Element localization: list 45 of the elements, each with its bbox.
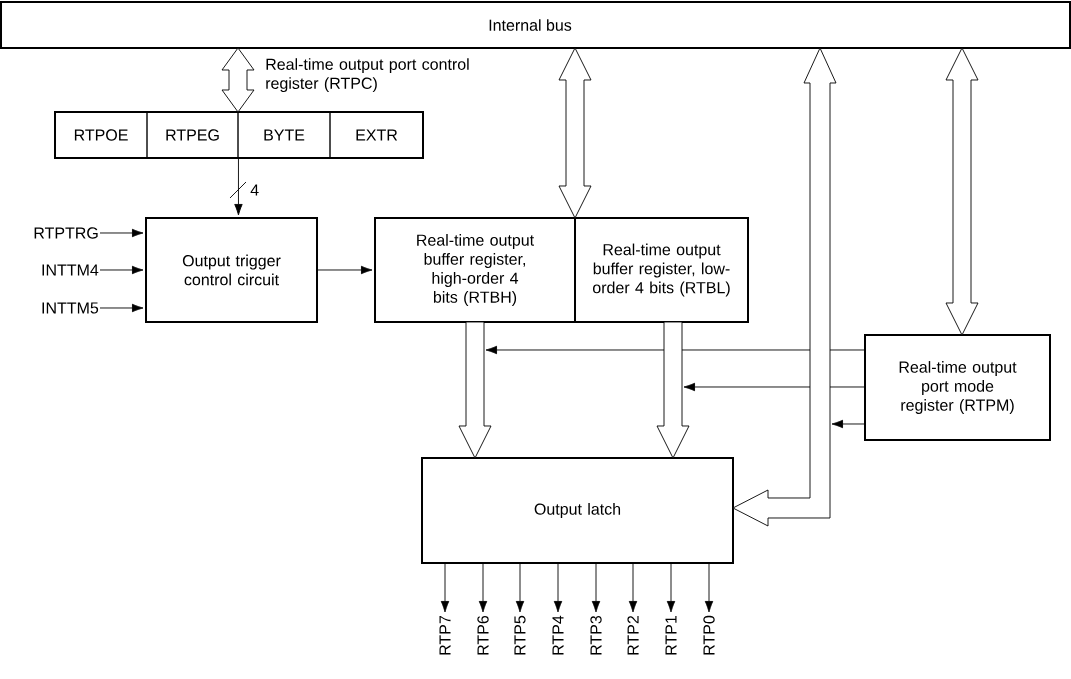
- arrow: [440, 563, 450, 613]
- register-field: RTPOE: [54, 111, 148, 159]
- circuit-box: Output trigger control circuit: [145, 217, 318, 323]
- register-field: EXTR: [329, 111, 424, 159]
- register-box: Real-time output port mode register (RTPM): [864, 334, 1051, 441]
- hollow-arrow: [732, 47, 837, 527]
- hollow-arrow: [558, 47, 592, 219]
- edge-label: 4: [249, 183, 261, 197]
- pin-label: RTP7: [439, 616, 451, 655]
- pin-label: RTP2: [627, 616, 639, 655]
- arrow: [234, 158, 243, 216]
- arrow: [628, 563, 638, 613]
- pin-label: RTP3: [590, 615, 602, 655]
- register-field: RTPEG: [146, 111, 239, 159]
- arrow: [666, 563, 676, 613]
- arrow: [515, 563, 525, 613]
- register-field: BYTE: [237, 111, 331, 159]
- pin-label: RTP1: [665, 616, 677, 655]
- latch-box: Output latch: [421, 457, 734, 564]
- signal-label: RTPTRG: [34, 227, 98, 239]
- bus-band: Internal bus: [0, 1, 1071, 49]
- pin-label: RTP5: [514, 615, 526, 655]
- pin-label: RTP6: [477, 615, 489, 655]
- hollow-arrow: [656, 321, 690, 459]
- arrow: [317, 265, 373, 275]
- signal-label: INTTM4: [42, 264, 99, 276]
- arrow: [99, 303, 144, 313]
- signal-label: INTTM5: [42, 302, 99, 314]
- arrow: [478, 563, 488, 613]
- arrow: [553, 563, 563, 613]
- arrow: [99, 228, 144, 238]
- register-box: Real-time output buffer register, high-order 4 bits (RTBH): [374, 217, 576, 323]
- register-box: Real-time output buffer register, low-order 4 bits (RTBL): [574, 217, 749, 323]
- arrow: [831, 419, 865, 429]
- pin-label: RTP0: [703, 615, 715, 655]
- arrow: [683, 382, 865, 392]
- arrow: [99, 265, 144, 275]
- hollow-arrow: [945, 47, 979, 336]
- arrow: [704, 563, 714, 613]
- hollow-arrow: [458, 321, 492, 459]
- hollow-arrow: [221, 47, 255, 113]
- node-label: Real-time output port control register (RTPC): [266, 58, 469, 93]
- arrow: [485, 345, 865, 355]
- arrow: [591, 563, 601, 613]
- pin-label: RTP4: [552, 615, 564, 655]
